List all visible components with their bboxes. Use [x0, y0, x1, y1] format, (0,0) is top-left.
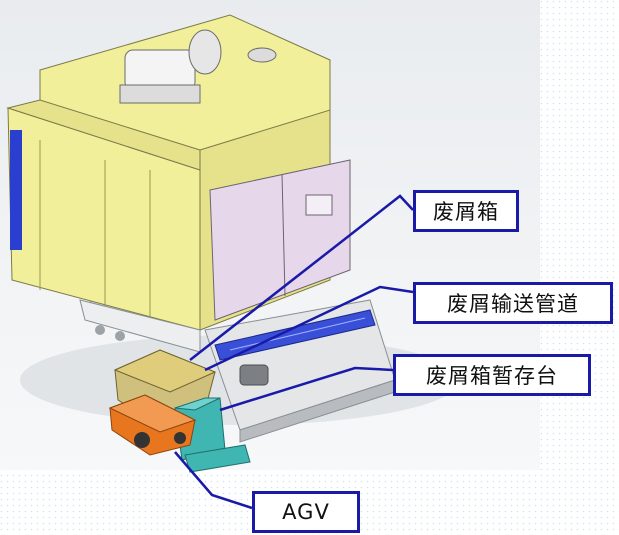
- leader-agv: [174, 451, 253, 510]
- leader-lines: [174, 194, 414, 510]
- leader-scrap-box: [189, 194, 414, 361]
- top-port: [247, 47, 277, 63]
- callout-scrap-box-label: 废屑箱: [433, 200, 499, 224]
- conveyor-motor: [239, 364, 269, 386]
- agv-wheel: [134, 432, 150, 448]
- callout-agv: AGV: [252, 491, 360, 533]
- callout-scrap-conveyor-pipe-label: 废屑输送管道: [447, 292, 579, 316]
- callout-scrap-conveyor-pipe: 废屑输送管道: [413, 282, 613, 324]
- callout-scrap-box-buffer-stand: 废屑箱暂存台: [393, 354, 591, 396]
- leader-buffer-stand: [219, 366, 394, 412]
- agv: [108, 394, 197, 456]
- callout-agv-label: AGV: [282, 500, 330, 524]
- dotted-margin: [540, 0, 619, 470]
- callout-scrap-box: 废屑箱: [413, 190, 519, 232]
- callout-scrap-box-buffer-stand-label: 废屑箱暂存台: [426, 364, 558, 388]
- agv-wheel: [174, 432, 186, 444]
- leader-conveyor: [204, 285, 414, 372]
- motor: [119, 29, 222, 104]
- side-window: [10, 130, 22, 250]
